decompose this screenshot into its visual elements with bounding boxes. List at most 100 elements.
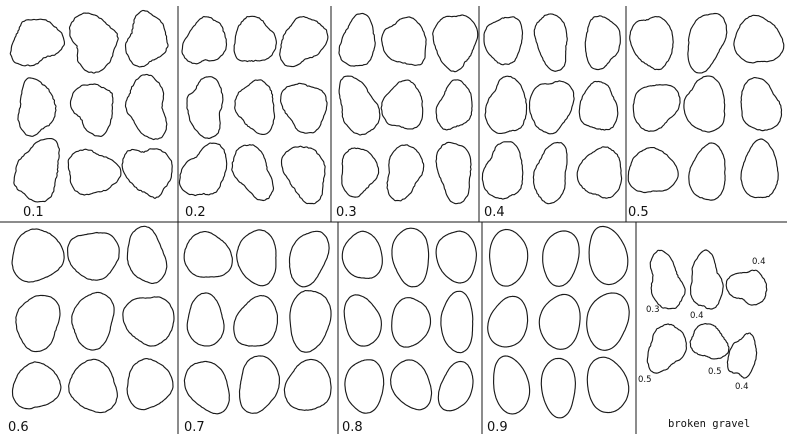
pebble-outline [381,80,423,129]
pebble-outline [123,297,174,346]
pebble-outline [589,226,628,284]
pebble-outlines [10,10,783,417]
pebble-outline [484,17,523,65]
panel-label-0.6: 0.6 [8,420,29,435]
panel-label-0.2: 0.2 [185,205,206,220]
panel-label-0.5: 0.5 [628,205,649,220]
pebble-outline [436,80,472,130]
broken-gravel-pebble [726,270,767,305]
pebble-outline [69,359,118,412]
broken-gravel-caption: broken gravel [668,418,750,430]
pebble-outline [579,81,618,130]
panel-label-0.9: 0.9 [487,420,508,435]
pebble-outline [587,293,630,350]
pebble-outline [234,296,278,347]
pebble-outline [436,142,471,203]
pebble-outline [13,362,61,409]
pebble-outline [494,356,530,414]
pebble-outline [433,15,478,72]
broken-gravel-pebble [727,333,756,378]
pebble-outline [392,228,429,287]
broken-gravel-pebble [647,324,686,373]
pebble-outline [184,361,229,413]
pebble-outline [485,76,526,133]
pebble-outline [12,229,64,282]
pebble-outline [68,233,120,281]
panel-label-0.3: 0.3 [336,205,357,220]
pebble-outline [587,357,628,412]
pebble-outline [187,77,223,139]
broken-pebble-label: 0.3 [646,305,660,315]
pebble-outline [18,78,56,137]
pebble-outline [392,298,431,347]
broken-gravel-pebble [691,250,724,309]
pebble-outline [290,231,330,287]
pebble-outline [585,16,620,70]
pebble-outline [127,359,173,410]
pebble-outline [127,226,166,283]
pebble-outline [344,295,381,346]
pebble-outline [630,17,673,70]
pebble-outline [342,231,382,278]
pebble-outline [70,84,112,136]
pebble-outline [438,362,473,411]
pebble-outline [339,76,380,135]
pebble-outline [290,291,331,353]
pebble-outline [684,76,725,132]
pebble-outline [689,143,725,200]
pebble-outline [240,356,280,413]
pebble-outline [741,78,782,131]
pebble-outline [282,146,326,203]
pebble-outline [284,359,331,410]
panel-label-0.7: 0.7 [184,420,205,435]
pebble-outline [187,293,224,346]
pebble-outline [482,142,522,199]
broken-pebble-label: 0.4 [752,257,766,267]
pebble-outline [488,296,528,347]
pebble-outline [281,83,327,133]
pebble-outline [68,149,121,195]
pebble-outline [72,292,114,350]
pebble-outline [10,19,64,66]
pebble-outline [122,149,172,199]
pebble-outline [387,145,424,201]
pebble-outline [541,358,575,417]
pebble-outline [628,148,678,193]
pebble-outline [382,17,427,65]
pebble-outline [280,17,328,67]
pebble-outline [543,231,580,286]
pebble-outline [16,295,60,351]
pebble-outline [534,14,567,71]
broken-gravel-pebble [690,324,729,359]
pebble-outline [14,139,60,202]
pebble-outline [533,143,567,204]
pebble-outline [734,15,784,63]
pebble-outline [539,294,580,349]
broken-pebble-label: 0.5 [638,375,652,385]
pebble-outline [234,16,276,61]
pebble-outline [441,291,473,352]
panel-label-0.8: 0.8 [342,420,363,435]
pebble-outline [436,231,476,283]
pebble-outline [69,13,118,73]
pebble-outline [741,139,778,198]
broken-gravel-pebble [650,250,685,308]
pebble-outline [125,74,166,139]
pebble-outline [182,17,227,64]
panel-label-0.4: 0.4 [484,205,505,220]
panel-label-0.1: 0.1 [23,205,44,220]
pebble-outline [342,148,379,197]
pebble-outline [391,360,432,410]
pebble-outline [345,360,384,413]
pebble-outline [232,145,274,201]
pebble-outline [577,147,621,198]
pebble-outline [339,13,375,66]
pebble-outline [235,80,275,135]
pebble-outline [633,85,680,132]
pebble-outline [184,232,232,278]
pebble-outline [126,10,169,67]
panel-labels: 0.1 0.2 0.3 0.4 0.5 0.6 0.7 0.8 0.9 0.3 … [8,205,766,435]
broken-pebble-label: 0.4 [690,311,704,321]
pebble-outline [490,230,528,287]
